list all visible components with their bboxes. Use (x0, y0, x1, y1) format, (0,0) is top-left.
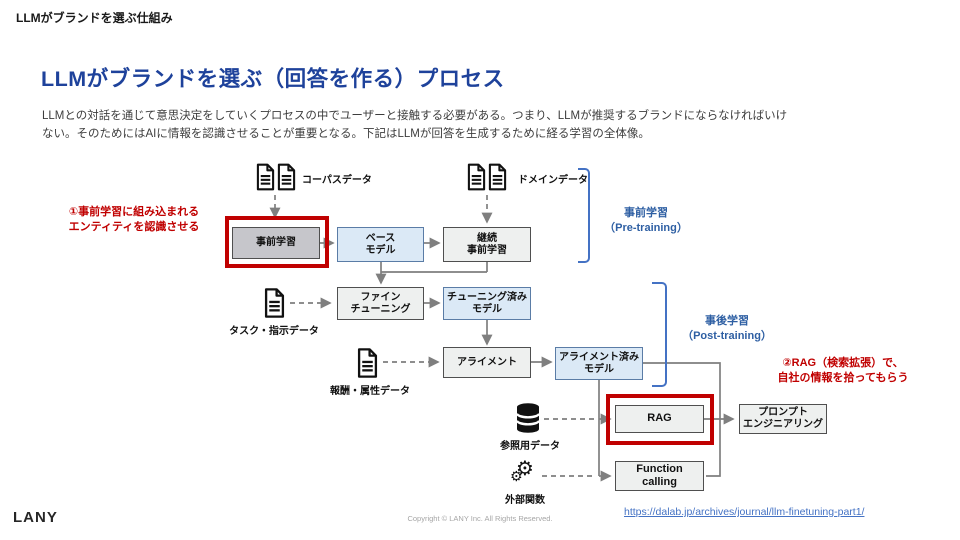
gear-icon: ⚙ (516, 458, 534, 480)
reward-data-label: 報酬・属性データ (330, 386, 410, 397)
annotation-rag-retrieval: ②RAG（検索拡張）で、 自社の情報を拾ってもらう (777, 357, 909, 384)
box-function-calling: Function calling (615, 461, 704, 491)
box-rag: RAG (615, 405, 704, 433)
task-data-doc-icon (264, 288, 285, 318)
box-tuned-model: チューニング済み モデル (443, 287, 531, 320)
box-aligned-model: アライメント済み モデル (555, 347, 643, 380)
stage-label-pretraining: 事前学習 （Pre-training） (604, 207, 688, 234)
box-fine-tuning: ファイン チューニング (337, 287, 424, 320)
copyright-text: Copyright © LANY Inc. All Rights Reserve… (407, 514, 553, 523)
corpus-data-label: コーパスデータ (302, 175, 372, 186)
body-text-line1: LLMとの対話を通じて意思決定をしていくプロセスの中でユーザーと接触する必要があ… (42, 110, 788, 122)
box-base-model: ベース モデル (337, 227, 424, 262)
slide-header: LLMがブランドを選ぶ仕組み (16, 11, 173, 25)
box-prompt-engineering: プロンプト エンジニアリング (739, 404, 827, 434)
source-link[interactable]: https://dalab.jp/archives/journal/llm-fi… (624, 506, 865, 518)
reward-data-doc-icon (357, 348, 378, 378)
corpus-data-doc-icons (256, 163, 296, 191)
reference-data-label: 参照用データ (500, 441, 560, 452)
gear-icon: ⚙ (510, 468, 523, 484)
box-alignment: アライメント (443, 347, 531, 378)
dashed-connectors (269, 195, 596, 477)
external-function-label: 外部関数 (505, 495, 545, 506)
page-title: LLMがブランドを選ぶ（回答を作る）プロセス (41, 67, 505, 91)
domain-data-label: ドメインデータ (518, 175, 588, 186)
box-pretraining: 事前学習 (232, 227, 320, 259)
database-icon (515, 403, 541, 433)
body-text-line2: ない。そのためにはAIに情報を認識させることが重要となる。下記はLLMが回答を生… (42, 128, 650, 140)
box-continual-pretraining: 継続 事前学習 (443, 227, 531, 262)
domain-data-doc-icons (467, 163, 507, 191)
gears-icon: ⚙ ⚙ (510, 456, 540, 488)
task-data-label: タスク・指示データ (229, 326, 319, 337)
stage-label-posttraining: 事後学習 （Post-training） (682, 315, 772, 342)
posttraining-bracket (652, 282, 667, 387)
lany-logo: LANY (13, 509, 58, 526)
annotation-pretraining-entities: ①事前学習に組み込まれる エンティティを認識させる (68, 206, 200, 233)
